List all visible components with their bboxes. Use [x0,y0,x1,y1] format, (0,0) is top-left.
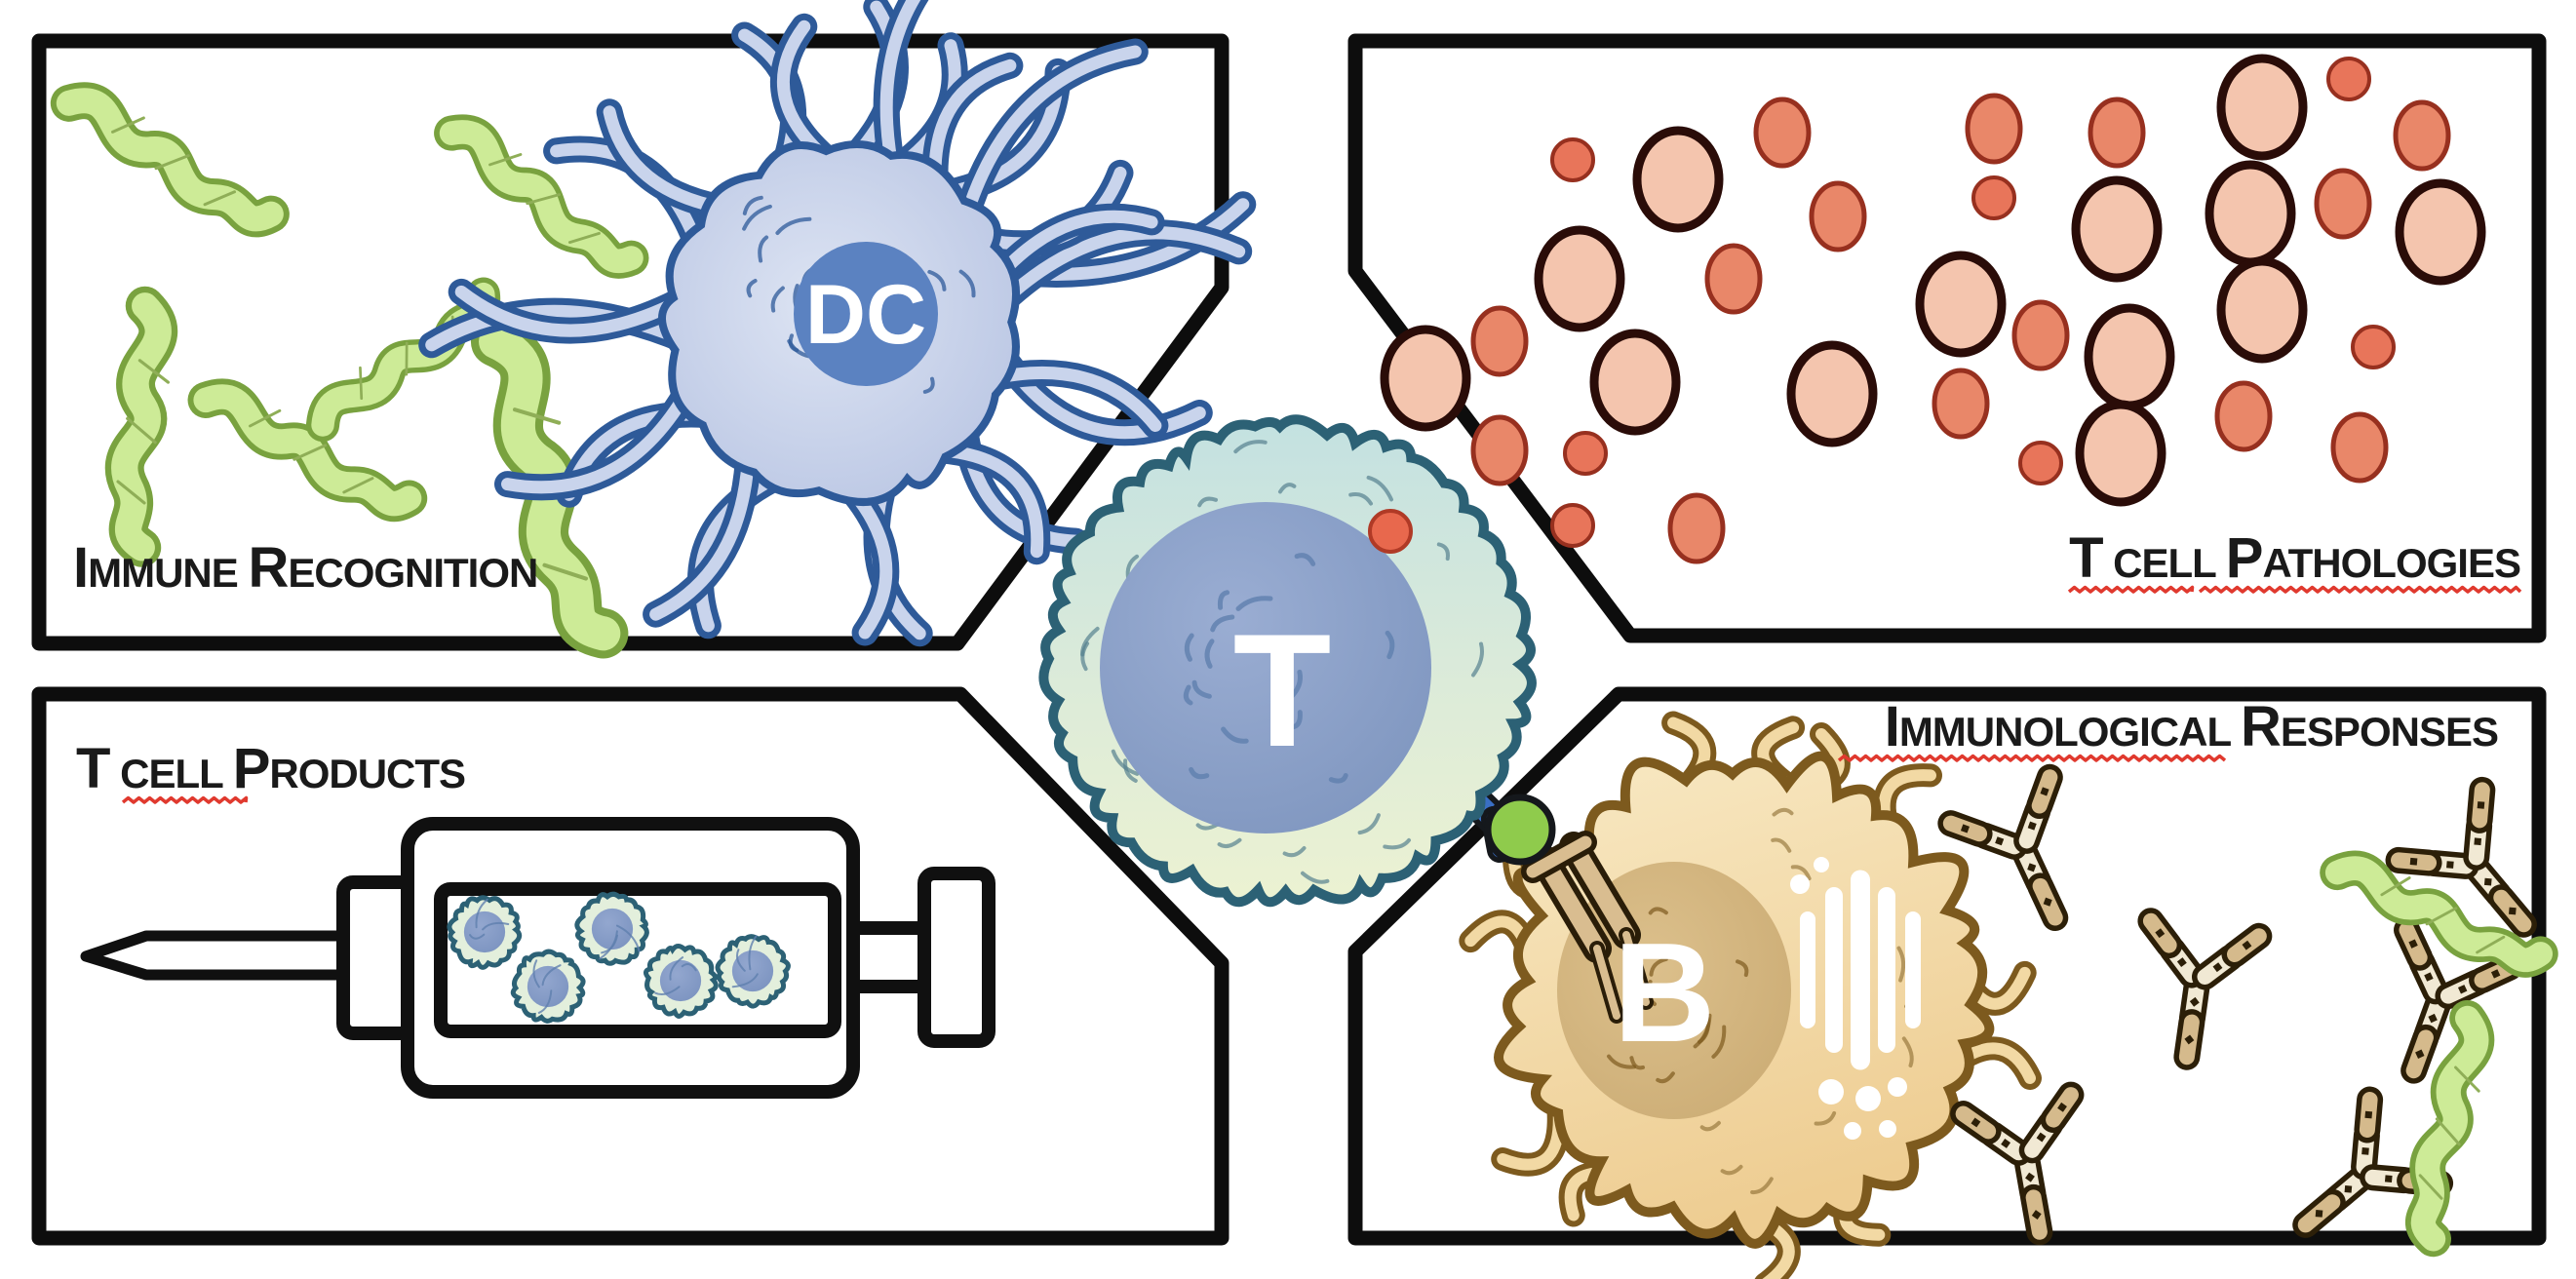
pathogen-worm [50,82,290,238]
pathology-circle-small [1563,431,1608,476]
pathogen-worm [2320,850,2558,978]
b-cell [1459,711,2042,1279]
pathology-circle-small [1550,503,1595,548]
pathology-circle-large [2216,256,2308,364]
tcr-antigen-mhc-complex [1434,760,1654,1024]
pathology-circle-small [2326,57,2371,101]
t-cell-product-cell [715,934,791,1009]
pathology-circle-large [2216,54,2308,161]
pathogen-worm [187,378,428,523]
pathology-circle-large [2205,160,2296,267]
b-cell-letter: B [1614,913,1716,1071]
antibody [1937,763,2069,932]
pathology-circle-small [2351,325,2396,369]
t-cell-nucleus [1100,502,1431,833]
pathology-circle-medium [1704,243,1763,315]
pathology-circle-medium [1932,368,1990,440]
pathology-circle-medium [2393,99,2451,172]
pathology-circle-medium [2088,97,2146,169]
immune-recognition-content [50,0,1257,659]
pathology-circle-medium [1470,414,1529,486]
red-dot-on-t-cell [1368,509,1413,554]
squiggle-underline [2198,585,2522,594]
syringe-needle [80,930,359,981]
pathology-circle-large [2071,175,2163,283]
golgi-apparatus [1790,857,1921,1140]
pathology-circle-large [2395,178,2486,286]
syringe [80,817,995,1099]
antibody [2292,1086,2454,1238]
dc-cell-letter: DC [805,268,926,362]
pathogen-worm [434,114,649,279]
pathology-circle-large [2084,303,2175,410]
label-t-cell-products: T CELL PRODUCTS [76,737,465,800]
pathology-circle-small [1550,137,1595,182]
antibody [2385,776,2537,938]
pathology-circle-small [1971,175,2016,220]
dendritic-cell [418,0,1257,647]
pathology-circle-large [1632,126,1724,233]
pathology-circle-small [2018,441,2063,485]
immunological-responses-content [1459,711,2558,1279]
t-cell-product-cell [574,891,649,966]
squiggle-underline [121,795,249,804]
spellcheck-squiggles [121,585,2522,804]
pathology-circle-large [1915,251,2007,358]
pathology-circle-medium [2011,299,2070,371]
panel-labels: IMMUNE RECOGNITION T CELL PATHOLOGIES T … [73,526,2522,804]
t-cell-products-content [80,817,995,1099]
antigen-peptide [1484,794,1556,866]
t-cell-pathologies-content [1380,54,2486,564]
label-t-cell-pathologies: T CELL PATHOLOGIES [2069,526,2520,590]
t-cell-product-cell [447,895,523,970]
pathology-circle-medium [1667,492,1726,564]
pathology-circle-medium [1753,97,1812,169]
pathogen-worm [104,286,178,567]
squiggle-underline [1837,754,2227,762]
pathology-circle-large [1589,329,1681,436]
t-cell-product-cell [644,943,719,1019]
pathology-circle-medium [1470,305,1529,377]
t-cell-product-cell [510,949,586,1024]
pathology-circle-medium [2314,168,2372,240]
pathology-circle-large [2075,400,2166,507]
antibody [2137,908,2273,1070]
pathology-circle-medium [1809,180,1867,252]
pathology-circle-medium [1965,93,2023,165]
label-immune-recognition: IMMUNE RECOGNITION [73,536,537,600]
label-immunological-responses: IMMUNOLOGICAL RESPONSES [1885,695,2498,758]
antibody [1950,1081,2085,1246]
pathology-circle-large [1380,325,1471,432]
syringe-thumb-rest [917,867,995,1048]
pathology-circle-large [1534,225,1625,332]
pathology-circle-large [1786,340,1878,447]
cell-letters: DC B [805,268,1715,1071]
dc-nucleus [794,242,938,386]
pathology-circle-medium [2214,380,2273,452]
pathogen-worm [2404,999,2495,1258]
squiggle-underline [2067,585,2195,594]
central-t-cell: T [1038,414,1537,908]
pathology-circle-medium [2330,411,2389,484]
t-cell-letter: T [1233,601,1332,780]
